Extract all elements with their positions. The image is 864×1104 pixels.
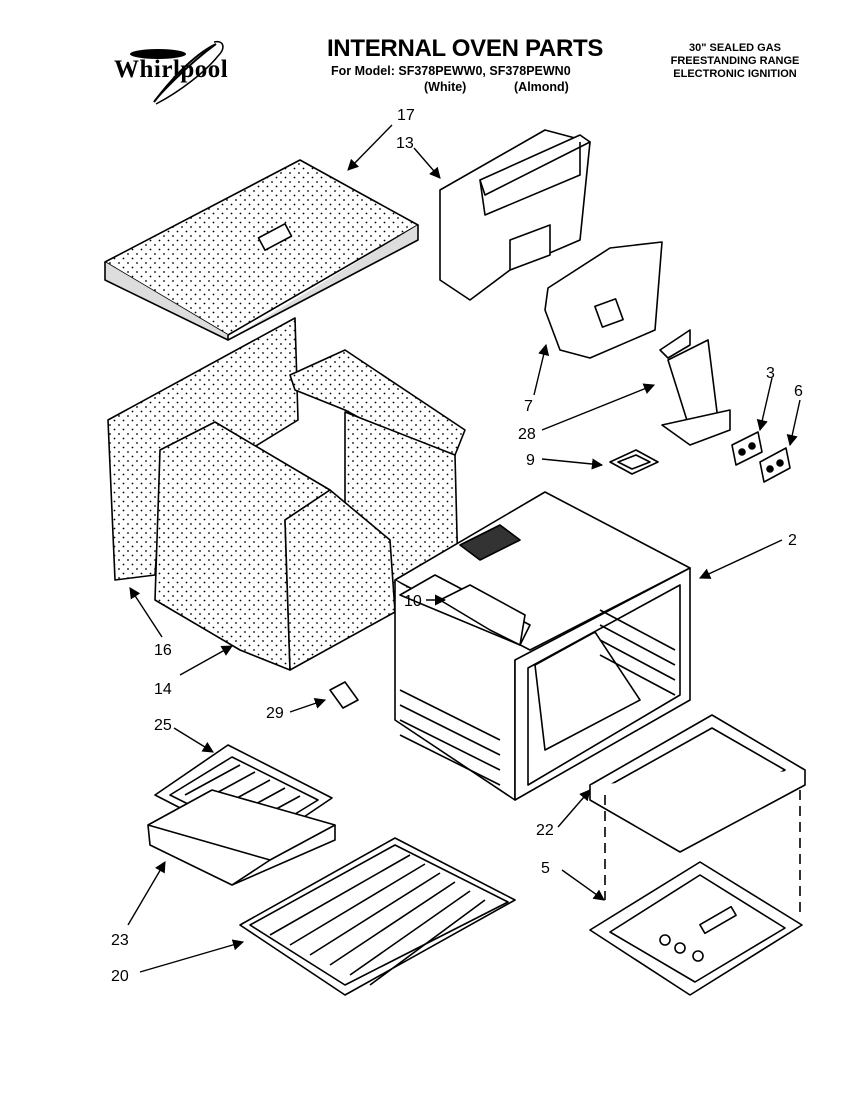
flue-shield	[439, 129, 591, 301]
model-prefix: For Model:	[331, 64, 395, 78]
burner-box	[544, 241, 663, 359]
callout-28: 28	[518, 426, 536, 443]
burner-base	[589, 861, 803, 996]
callout-5: 5	[541, 860, 550, 877]
callout-14: 14	[154, 681, 172, 698]
callout-13: 13	[396, 135, 414, 152]
burner-bracket	[659, 329, 731, 446]
callout-2: 2	[788, 532, 797, 549]
spec-line: FREESTANDING RANGE	[670, 55, 800, 67]
broiler-drawer-frame	[589, 714, 806, 915]
gasket-3	[731, 431, 763, 466]
whirlpool-logo: Whirlpool	[96, 36, 246, 108]
page-title: INTERNAL OVEN PARTS	[326, 35, 604, 62]
brand-name: Whirlpool	[114, 56, 229, 83]
callout-3: 3	[766, 365, 775, 382]
model-numbers: SF378PEWW0, SF378PEWN0	[398, 64, 571, 78]
color-almond: (Almond)	[514, 80, 569, 94]
range-spec: 30" SEALED GAS FREESTANDING RANGE ELECTR…	[652, 42, 818, 81]
flue-duct	[439, 584, 526, 646]
color-white: (White)	[424, 80, 467, 94]
gasket-6	[759, 447, 791, 483]
callout-22: 22	[536, 822, 554, 839]
callout-17: 17	[397, 107, 415, 124]
callout-7: 7	[524, 398, 533, 415]
clip-29	[329, 681, 359, 709]
callout-29: 29	[266, 705, 284, 722]
bottom-insulation	[154, 421, 396, 671]
oven-rack	[239, 837, 516, 996]
logo-swoosh-icon	[130, 40, 224, 105]
callout-10: 10	[404, 593, 422, 610]
callout-25: 25	[154, 717, 172, 734]
callout-6: 6	[794, 383, 803, 400]
spec-line: 30" SEALED GAS	[688, 42, 782, 54]
callout-labels: 17 13 7 28 3 6 9 2 10 16 14 29 25 22 5 2…	[111, 107, 803, 985]
model-colors: (White) (Almond)	[0, 80, 864, 98]
callout-23: 23	[111, 932, 129, 949]
spec-line: ELECTRONIC IGNITION	[673, 68, 797, 80]
gasket-9	[609, 449, 659, 475]
callout-20: 20	[111, 968, 129, 985]
callout-9: 9	[526, 452, 535, 469]
broiler-pan	[147, 789, 336, 886]
top-insulation-pad	[104, 159, 419, 341]
model-line: For Model: SF378PEWW0, SF378PEWN0	[331, 64, 571, 78]
callout-16: 16	[154, 642, 172, 659]
